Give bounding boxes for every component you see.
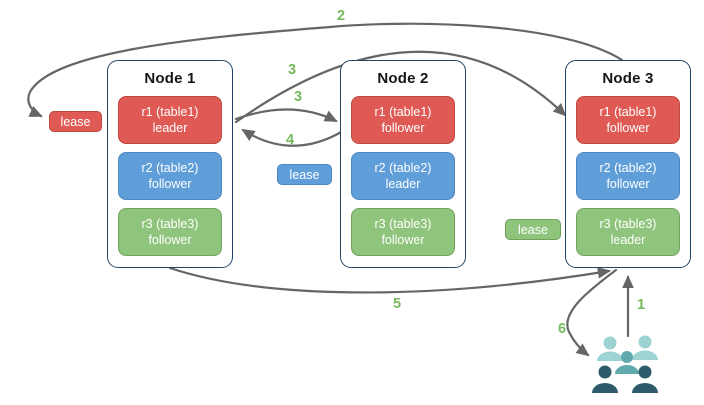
lease-badge-table3: lease xyxy=(505,219,561,240)
replica-name: r1 (table1) xyxy=(141,104,199,119)
step-label-5: 5 xyxy=(392,296,402,312)
step-label-3b: 3 xyxy=(293,89,303,105)
users-icon xyxy=(592,335,658,393)
node-1-replica-r1: r1 (table1) leader xyxy=(118,96,222,144)
users-middle xyxy=(615,351,639,374)
node-3-replica-r3: r3 (table3) leader xyxy=(576,208,680,256)
node-1-replica-r3: r3 (table3) follower xyxy=(118,208,222,256)
step-label-3a: 3 xyxy=(287,62,297,78)
node-2-replica-r1: r1 (table1) follower xyxy=(351,96,455,144)
replica-role: follower xyxy=(606,177,650,191)
users-front-row xyxy=(592,365,658,393)
arrow-step-5-node1-to-node3 xyxy=(168,266,611,294)
replica-role: follower xyxy=(606,121,650,135)
node-2: Node 2 r1 (table1) follower r2 (table2) … xyxy=(340,60,466,268)
replica-name: r3 (table3) xyxy=(374,216,432,231)
node-3-replica-r2: r2 (table2) follower xyxy=(576,152,680,200)
replica-name: r3 (table3) xyxy=(599,216,657,231)
node-3-title: Node 3 xyxy=(602,70,654,87)
replica-role: follower xyxy=(148,233,192,247)
replica-role: follower xyxy=(148,177,192,191)
replica-role: leader xyxy=(152,121,188,135)
node-1: Node 1 r1 (table1) leader r2 (table2) fo… xyxy=(107,60,233,268)
replica-role: leader xyxy=(385,177,421,191)
step-label-1: 1 xyxy=(636,297,646,313)
replica-name: r1 (table1) xyxy=(599,104,657,119)
replica-role: follower xyxy=(381,233,425,247)
node-2-title: Node 2 xyxy=(377,70,429,87)
node-1-title: Node 1 xyxy=(144,70,196,87)
replica-role: leader xyxy=(610,233,646,247)
lease-badge-table2: lease xyxy=(277,164,332,185)
step-label-2: 2 xyxy=(336,8,346,24)
step-label-6: 6 xyxy=(557,321,567,337)
replica-name: r2 (table2) xyxy=(141,160,199,175)
step-label-4: 4 xyxy=(285,132,295,148)
replica-name: r2 (table2) xyxy=(599,160,657,175)
lease-badge-table1: lease xyxy=(49,111,102,132)
node-3-replica-r1: r1 (table1) follower xyxy=(576,96,680,144)
replica-role: follower xyxy=(381,121,425,135)
node-2-replica-r2: r2 (table2) leader xyxy=(351,152,455,200)
node-1-replica-r2: r2 (table2) follower xyxy=(118,152,222,200)
node-3: Node 3 r1 (table1) follower r2 (table2) … xyxy=(565,60,691,268)
replica-name: r3 (table3) xyxy=(141,216,199,231)
node-2-replica-r3: r3 (table3) follower xyxy=(351,208,455,256)
arrow-step-3-leader-to-node2 xyxy=(234,108,338,123)
replica-name: r1 (table1) xyxy=(374,104,432,119)
users-back-row xyxy=(597,335,658,361)
replica-name: r2 (table2) xyxy=(374,160,432,175)
